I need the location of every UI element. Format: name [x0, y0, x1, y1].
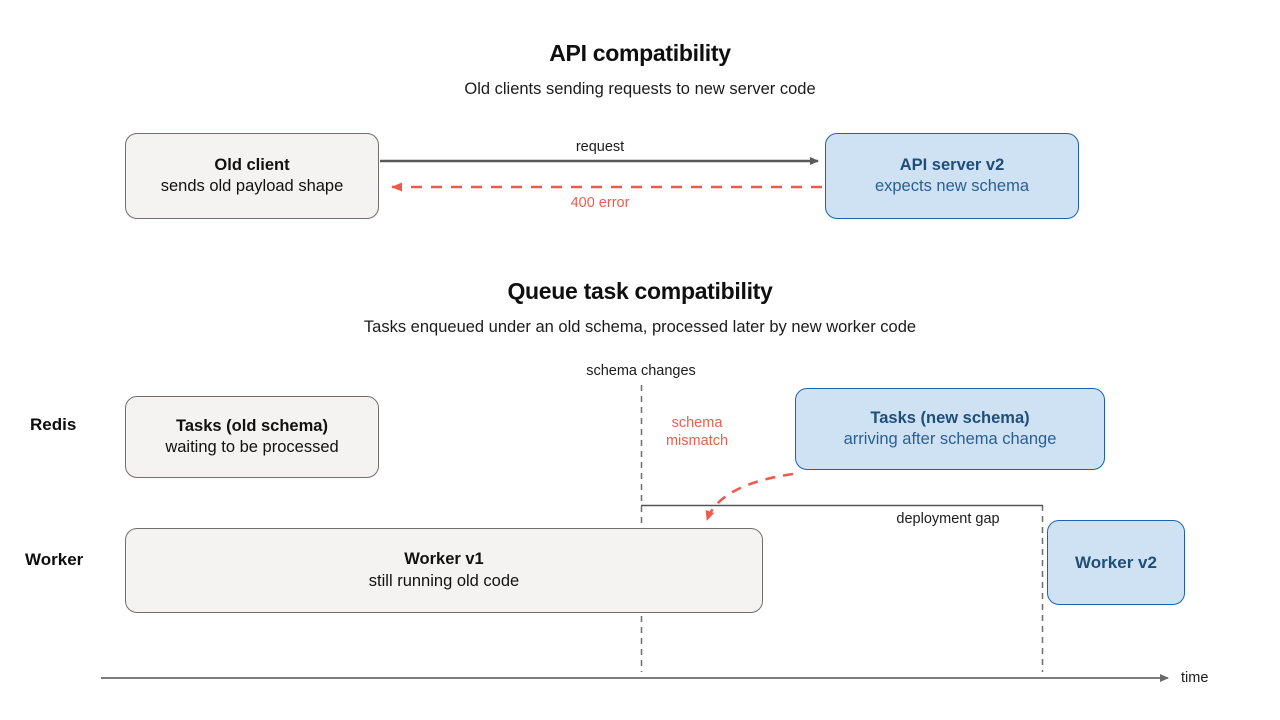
old-client-box[interactable]: Old client sends old payload shape [125, 133, 379, 219]
worker-v2-title: Worker v2 [1075, 552, 1157, 572]
row-label-worker: Worker [25, 550, 84, 569]
worker-v1-box[interactable]: Worker v1 still running old code [125, 528, 763, 613]
time-axis-label: time [1181, 670, 1209, 686]
api-server-box[interactable]: API server v2 expects new schema [825, 133, 1079, 219]
api-arrows-layer [380, 157, 822, 192]
tasks-old-schema-title: Tasks (old schema) [176, 416, 328, 435]
worker-v1-title: Worker v1 [404, 550, 484, 569]
api-section-subtitle: Old clients sending requests to new serv… [464, 80, 816, 98]
old-client-subtitle: sends old payload shape [160, 177, 344, 195]
schema-mismatch-line2: mismatch [665, 433, 729, 450]
api-server-subtitle: expects new schema [874, 177, 1030, 195]
error-label: 400 error [570, 195, 630, 211]
tasks-old-schema-subtitle: waiting to be processed [165, 438, 339, 456]
api-section-title: API compatibility [549, 40, 731, 66]
row-label-redis: Redis [30, 415, 77, 434]
worker-v1-subtitle: still running old code [368, 571, 520, 590]
request-label: request [575, 139, 625, 155]
worker-v2-box[interactable]: Worker v2 [1047, 520, 1185, 605]
schema-changes-label: schema changes [586, 363, 696, 379]
schema-mismatch-label: schema mismatch [648, 414, 746, 450]
deployment-gap-label: deployment gap [896, 511, 1000, 527]
api-server-title: API server v2 [899, 155, 1005, 174]
tasks-old-schema-box[interactable]: Tasks (old schema) waiting to be process… [125, 396, 379, 478]
tasks-new-schema-title: Tasks (new schema) [870, 408, 1030, 427]
tasks-new-schema-box[interactable]: Tasks (new schema) arriving after schema… [795, 388, 1105, 470]
schema-mismatch-arrow [705, 472, 794, 521]
queue-section-title: Queue task compatibility [507, 278, 773, 304]
queue-section-subtitle: Tasks enqueued under an old schema, proc… [363, 318, 917, 336]
old-client-title: Old client [214, 155, 290, 174]
schema-mismatch-line1: schema [671, 415, 723, 431]
tasks-new-schema-subtitle: arriving after schema change [843, 430, 1057, 448]
